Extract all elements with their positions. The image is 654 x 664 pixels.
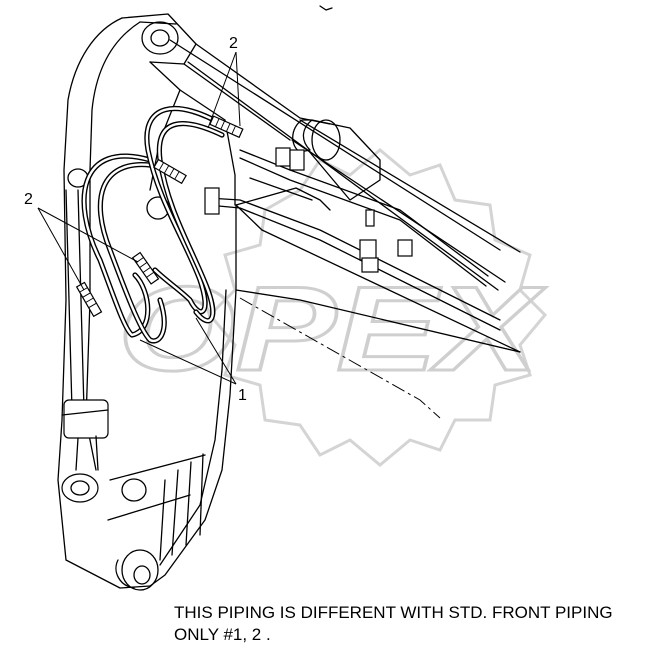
note-line-1: THIS PIPING IS DIFFERENT WITH STD. FRONT… bbox=[174, 603, 613, 622]
watermark-gear-outline bbox=[207, 148, 548, 467]
watermark-text: OPEX bbox=[118, 262, 547, 396]
hose-loops bbox=[81, 105, 231, 344]
piping-note: THIS PIPING IS DIFFERENT WITH STD. FRONT… bbox=[174, 602, 652, 646]
note-line-2: ONLY #1, 2 . bbox=[174, 625, 271, 644]
boom-center-line bbox=[239, 297, 441, 419]
callout-2-top: 2 bbox=[207, 35, 241, 129]
callout-1-bottom: 1 bbox=[139, 317, 247, 404]
fitting-left-b bbox=[131, 251, 160, 285]
arm-cylinder bbox=[169, 39, 521, 291]
callout-label: 2 bbox=[24, 191, 33, 208]
opex-watermark: OPEX bbox=[117, 148, 548, 467]
pipe-lines bbox=[204, 147, 501, 331]
bucket-cylinder bbox=[61, 189, 109, 503]
top-mark bbox=[319, 5, 333, 11]
fitting-top-a bbox=[209, 115, 244, 139]
hose-fittings bbox=[75, 115, 244, 318]
callout-label: 2 bbox=[229, 35, 238, 52]
callout-label: 1 bbox=[238, 387, 247, 404]
callout-2-left: 2 bbox=[24, 191, 139, 291]
fitting-top-b bbox=[153, 158, 187, 185]
